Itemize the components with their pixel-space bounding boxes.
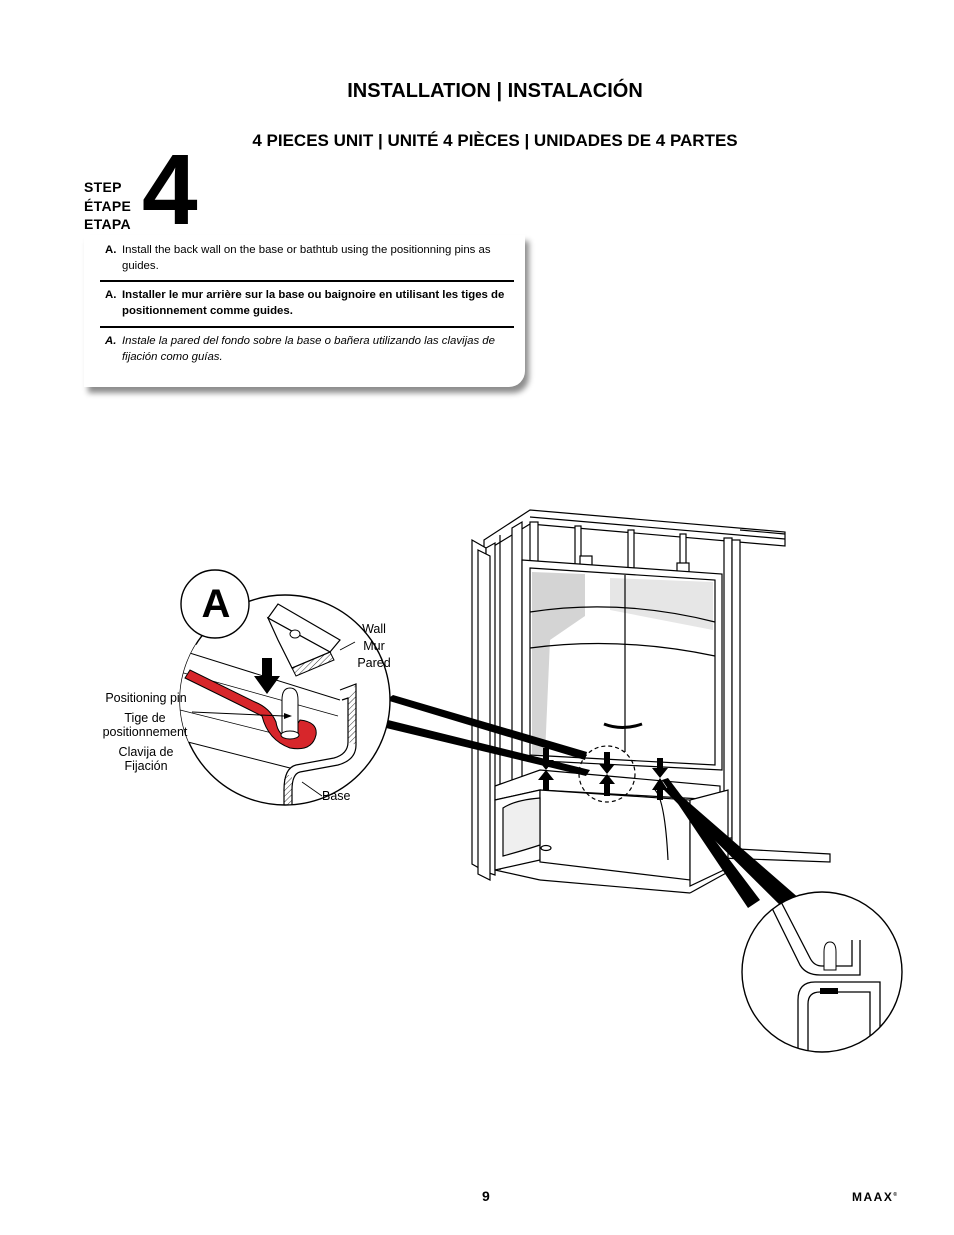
trademark-mark: ® <box>893 1192 899 1198</box>
step-label-es: ETAPA <box>84 216 131 232</box>
divider <box>100 280 514 282</box>
divider <box>100 326 514 328</box>
instruction-text: Install the back wall on the base or bat… <box>122 244 491 272</box>
step-label: STEP ÉTAPE ETAPA <box>84 178 131 234</box>
detail-b-drawing <box>741 891 903 1053</box>
pin-label-es-line1: Clavija de <box>118 745 174 759</box>
brand-logo: MAAX® <box>852 1190 899 1204</box>
instruction-letter: A. <box>105 289 117 301</box>
pin-label-fr-line1: Tige de <box>124 711 166 725</box>
pin-label-es: Clavija de Fijación <box>100 745 192 773</box>
instruction-en: A. Install the back wall on the base or … <box>105 243 515 274</box>
callout-leader <box>664 786 808 920</box>
wall-label-fr: Mur <box>363 639 385 653</box>
pin-label-es-line2: Fijación <box>124 759 168 773</box>
shower-frame-drawing <box>471 509 831 894</box>
step-number: 4 <box>142 134 198 246</box>
pin-label-fr: Tige de positionnement <box>96 711 194 739</box>
detail-callout-letter: A <box>201 582 231 626</box>
instruction-text: Installer le mur arrière sur la base ou … <box>122 289 505 317</box>
page-number: 9 <box>482 1188 490 1204</box>
instruction-fr: A. Installer le mur arrière sur la base … <box>105 288 515 319</box>
instruction-panel: A. Install the back wall on the base or … <box>84 235 525 387</box>
instruction-letter: A. <box>105 244 117 256</box>
brand-name: MAAX <box>852 1190 894 1204</box>
page-subtitle: 4 PIECES UNIT | UNITÉ 4 PIÈCES | UNIDADE… <box>252 131 738 150</box>
wall-label: Wall Mur Pared <box>352 621 396 672</box>
callout-leader <box>386 695 587 760</box>
instruction-letter: A. <box>105 335 117 347</box>
page-title: INSTALLATION | INSTALACIÓN <box>347 80 643 102</box>
pin-label-fr-line2: positionnement <box>102 725 188 739</box>
step-label-fr: ÉTAPE <box>84 197 132 214</box>
pin-label-en: Positioning pin <box>105 691 187 705</box>
step-label-en: STEP <box>84 179 122 195</box>
detail-a-drawing <box>179 569 391 806</box>
instruction-text: Instale la pared del fondo sobre la base… <box>122 335 495 363</box>
wall-label-en: Wall <box>362 622 386 636</box>
wall-label-es: Pared <box>357 656 391 670</box>
base-label: Base <box>322 789 351 803</box>
instruction-es: A. Instale la pared del fondo sobre la b… <box>105 334 515 365</box>
callout-leader <box>386 720 590 776</box>
